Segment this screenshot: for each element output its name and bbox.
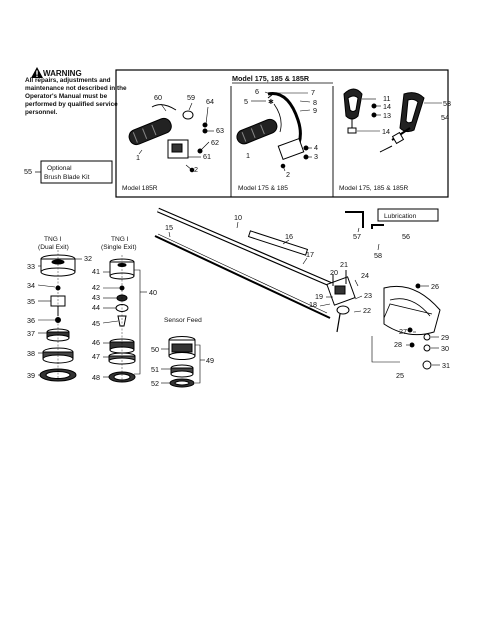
caption-model-175-185: Model 175 & 185 [238,185,288,192]
part-label-49: 49 [206,356,214,365]
part-label-8: 8 [313,98,317,107]
part-label-34: 34 [27,281,35,290]
part-label-10: 10 [234,213,242,222]
part-label-20: 20 [330,268,338,277]
part-label-9: 9 [313,106,317,115]
part-label-6: 6 [255,87,259,96]
part-label-14b: 14 [382,127,390,136]
warning-title: WARNING [43,69,82,78]
part-label-41: 41 [92,267,100,276]
part-label-43: 43 [92,293,100,302]
tng-dual-title-line1: TNG I [44,236,62,243]
model-175-185-assembly: ✱ [236,91,312,172]
gearbox-head-assembly [319,270,363,333]
models-box [115,69,449,198]
brush-kit-label-line1: Optional [47,165,72,172]
part-label-29: 29 [441,333,449,342]
part-label-58: 58 [374,251,382,260]
part-label-30: 30 [441,344,449,353]
part-label-45: 45 [92,319,100,328]
lubrication-label: Lubrication [384,213,417,220]
sensor-feed-title: Sensor Feed [164,317,202,324]
part-label-28: 28 [394,340,402,349]
part-label-54: 54 [441,113,449,122]
part-label-26: 26 [431,282,439,291]
tng-single-title-line2: (Single Exit) [101,244,137,251]
tng-single-title-line1: TNG I [111,236,129,243]
part-label-5: 5 [244,97,248,106]
lubrication-box [377,208,439,222]
part-label-52: 52 [151,379,159,388]
guard-assembly [371,283,441,370]
part-label-62: 62 [211,138,219,147]
part-label-48: 48 [92,373,100,382]
part-label-57: 57 [353,232,361,241]
part-label-18: 18 [309,300,317,309]
part-label-35: 35 [27,297,35,306]
part-label-44: 44 [92,303,100,312]
part-label-3: 3 [314,152,318,161]
part-label-55: 55 [24,167,32,176]
tng-dual-title-line2: (Dual Exit) [38,244,69,251]
part-label-32: 32 [84,254,92,263]
model-185r-assembly [128,102,214,173]
part-label-39: 39 [27,371,35,380]
part-label-25: 25 [396,371,404,380]
part-label-15: 15 [165,223,173,232]
part-label-23: 23 [364,291,372,300]
part-label-60: 60 [154,93,162,102]
part-label-14: 14 [383,102,391,111]
drive-shaft-assembly [154,207,333,319]
part-label-27: 27 [399,327,407,336]
part-label-50: 50 [151,345,159,354]
part-label-63: 63 [216,126,224,135]
part-label-2: 2 [194,165,198,174]
part-label-4: 4 [314,143,318,152]
hex-key-tools [345,211,384,251]
models-box-title: Model 175, 185 & 185R [232,74,310,83]
sensor-feed-head [161,336,205,388]
part-label-22: 22 [363,306,371,315]
part-label-37: 37 [27,329,35,338]
part-label-51: 51 [151,365,159,374]
part-label-17: 17 [306,250,314,259]
part-label-21: 21 [340,260,348,269]
part-label-11: 11 [383,94,390,103]
part-label-31: 31 [442,361,450,370]
caption-model-185r: Model 185R [122,185,158,192]
model-all-handle-assembly [343,88,442,153]
part-label-1b: 1 [246,151,250,160]
part-label-56: 56 [402,232,410,241]
part-label-64: 64 [206,97,214,106]
part-label-1: 1 [136,153,140,162]
part-label-40: 40 [149,288,157,297]
warning-triangle-icon [31,67,43,78]
part-label-46: 46 [92,338,100,347]
part-label-53: 53 [443,99,451,108]
caption-model-175-185-185r: Model 175, 185 & 185R [339,185,409,192]
part-label-59: 59 [187,93,195,102]
warning-text: All repairs, adjustments and maintenance… [25,77,127,117]
part-label-61: 61 [203,152,211,161]
tng-dual-exit-head [37,250,82,382]
part-label-13: 13 [383,111,391,120]
tng-single-exit-head [102,255,147,383]
part-label-47: 47 [92,352,100,361]
part-label-24: 24 [361,271,369,280]
part-label-36: 36 [27,316,35,325]
svg-text:✱: ✱ [268,98,274,106]
part-label-16: 16 [285,232,293,241]
part-label-42: 42 [92,283,100,292]
brush-kit-label-line2: Brush Blade Kit [44,174,90,181]
part-label-2b: 2 [286,170,290,179]
part-label-33: 33 [27,262,35,271]
part-label-38: 38 [27,349,35,358]
part-label-7: 7 [311,88,315,97]
part-label-19: 19 [315,292,323,301]
